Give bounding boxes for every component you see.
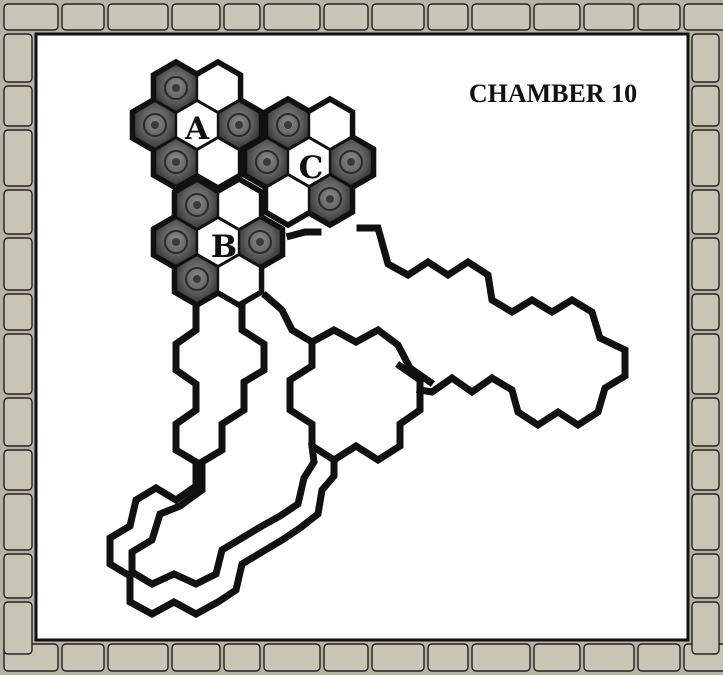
boulder-core	[326, 195, 334, 203]
boulder-core	[263, 158, 271, 166]
frame-stone	[584, 644, 634, 671]
frame-stone	[692, 554, 719, 598]
boulder-core	[193, 201, 201, 209]
frame-stone	[692, 130, 719, 186]
frame-stone	[638, 4, 680, 30]
frame-stone	[62, 4, 104, 30]
frame-stone	[692, 294, 719, 330]
frame-stone	[172, 644, 220, 671]
chamber-title: CHAMBER 10	[469, 79, 637, 108]
frame-stone	[534, 4, 580, 30]
frame-stone	[264, 644, 320, 671]
frame-stone	[4, 602, 32, 654]
frame-stone	[472, 4, 530, 30]
boulder-core	[172, 84, 180, 92]
boulder-core	[172, 238, 180, 246]
frame-stone	[264, 4, 320, 30]
frame-stone	[224, 644, 260, 671]
area-label-a: A	[184, 111, 210, 147]
boulder-core	[256, 238, 264, 246]
boulder-core	[284, 121, 292, 129]
frame-stone	[4, 130, 32, 186]
frame-stone	[692, 86, 719, 126]
frame-stone	[638, 644, 680, 671]
frame-stone	[692, 494, 719, 550]
frame-stone	[4, 190, 32, 234]
boulder-core	[347, 158, 355, 166]
boulder-core	[235, 121, 243, 129]
frame-stone	[108, 644, 168, 671]
frame-stone	[472, 644, 530, 671]
frame-stone	[692, 602, 719, 654]
frame-stone	[172, 4, 220, 30]
frame-stone	[692, 450, 719, 490]
boulder-core	[172, 158, 180, 166]
corridor-east-lower-wall	[290, 232, 318, 236]
frame-stone	[4, 494, 32, 550]
frame-stone	[324, 4, 368, 30]
frame-stone	[4, 86, 32, 126]
frame-stone	[4, 238, 32, 290]
frame-stone	[224, 4, 260, 30]
frame-stone	[62, 644, 104, 671]
frame-stone	[692, 398, 719, 446]
frame-stone	[4, 554, 32, 598]
frame-stone	[4, 334, 32, 394]
frame-stone	[4, 4, 58, 30]
frame-stone	[372, 4, 424, 30]
frame-stone	[692, 238, 719, 290]
frame-stone	[4, 398, 32, 446]
frame-stone	[584, 4, 634, 30]
frame-stone	[692, 190, 719, 234]
area-label-b: B	[211, 229, 237, 265]
boulder-core	[193, 275, 201, 283]
frame-stone	[684, 4, 723, 30]
frame-stone	[428, 644, 468, 671]
frame-stone	[692, 334, 719, 394]
area-label-c: C	[299, 150, 324, 186]
frame-stone	[4, 450, 32, 490]
frame-stone	[4, 34, 32, 82]
frame-stone	[692, 34, 719, 82]
frame-stone	[324, 644, 368, 671]
frame-stone	[428, 4, 468, 30]
frame-stone	[4, 294, 32, 330]
boulder-core	[151, 121, 159, 129]
frame-stone	[372, 644, 424, 671]
frame-stone	[108, 4, 168, 30]
frame-stone	[534, 644, 580, 671]
